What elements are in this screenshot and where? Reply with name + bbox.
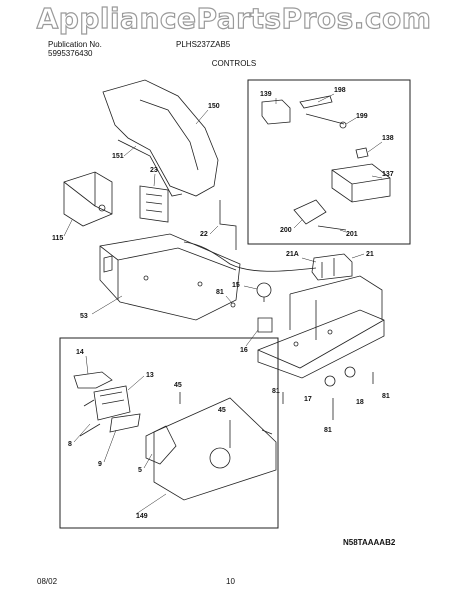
- fan-blade-shape: [145, 425, 177, 465]
- part-label-137: 137: [382, 171, 394, 178]
- part-label-139: 139: [260, 91, 272, 98]
- part-label-14: 14: [76, 349, 84, 356]
- part-label-9: 9: [98, 461, 102, 468]
- fan-shroud-shape: [153, 397, 277, 501]
- model-number: PLHS237ZAB5: [176, 40, 231, 49]
- part-label-138: 138: [382, 135, 394, 142]
- fan-motor-shape: [93, 385, 131, 421]
- lower-housing-shape: [257, 309, 385, 379]
- knob-shape: [324, 375, 336, 387]
- lamp-socket-shape: [257, 317, 273, 333]
- section-title: CONTROLS: [211, 59, 257, 68]
- part-label-22: 22: [200, 231, 208, 238]
- watermark-text: AppliancePartsPros.com: [36, 1, 432, 35]
- part-label-149: 149: [136, 513, 148, 520]
- part-label-115: 115: [52, 235, 63, 242]
- switch-shape: [311, 253, 353, 281]
- publication-block: Publication No. 5995376430: [48, 40, 102, 58]
- control-board-shape: [139, 185, 169, 223]
- part-label-151: 151: [112, 153, 124, 160]
- part-label-45-left: 45: [174, 382, 182, 389]
- part-label-15: 15: [232, 282, 240, 289]
- part-label-21: 21: [366, 251, 374, 258]
- part-label-81-bottom: 81: [324, 427, 332, 434]
- inset-box: [247, 79, 411, 245]
- part-label-81-lower: 81: [272, 388, 280, 395]
- part-label-21a: 21A: [286, 251, 299, 258]
- page-number: 10: [226, 577, 235, 586]
- fan-bracket-shape: [73, 371, 113, 389]
- part-label-23: 23: [150, 167, 158, 174]
- part-label-16: 16: [240, 347, 248, 354]
- wire-harness-shape: [183, 200, 317, 272]
- part-label-53: 53: [80, 313, 88, 320]
- part-label-199: 199: [356, 113, 368, 120]
- lamp-bulb-shape: [256, 282, 272, 298]
- part-label-81: 81: [216, 289, 224, 296]
- reference-code: N58TAAAAB2: [343, 538, 396, 547]
- part-label-198: 198: [334, 87, 346, 94]
- air-duct-shape: [102, 79, 219, 197]
- footer-date: 08/02: [37, 577, 58, 586]
- part-label-81-right: 81: [382, 393, 390, 400]
- control-housing-shape: [63, 171, 113, 227]
- part-label-5: 5: [138, 467, 142, 474]
- part-label-201: 201: [346, 231, 358, 238]
- damper-shape: [331, 163, 391, 203]
- part-label-8: 8: [68, 441, 72, 448]
- part-label-13: 13: [146, 372, 154, 379]
- part-label-18: 18: [356, 399, 364, 406]
- part-label-150: 150: [208, 103, 220, 110]
- part-label-200: 200: [280, 227, 292, 234]
- control-panel-shape: [99, 233, 241, 321]
- publication-label: Publication No.: [48, 40, 102, 49]
- part-label-17: 17: [304, 396, 312, 403]
- lower-inset-box: [59, 337, 279, 529]
- publication-number: 5995376430: [48, 49, 93, 58]
- part-label-45-right: 45: [218, 407, 226, 414]
- thermostat-shape: [261, 99, 291, 125]
